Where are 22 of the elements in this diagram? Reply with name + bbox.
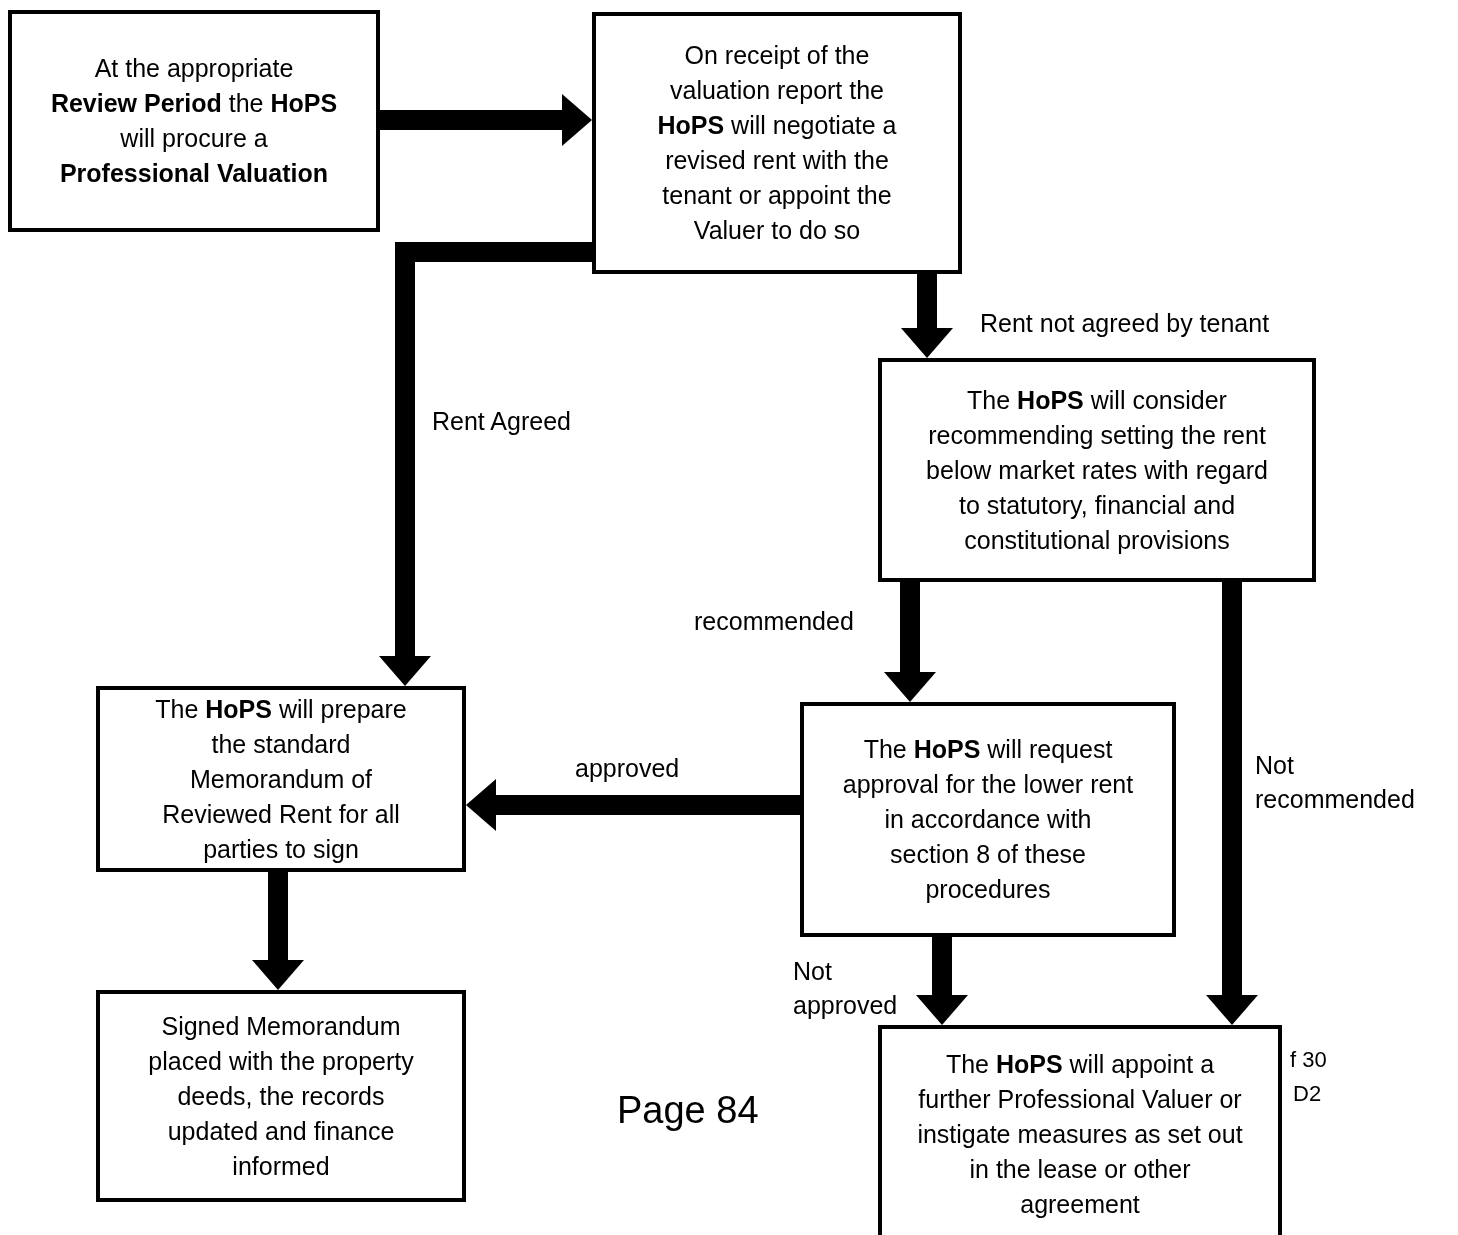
step-text: The HoPS will request approval for the lower rent in accordance with section 8 of these procedures [842,734,1134,905]
arrow [1206,582,1258,1025]
arrow [466,779,800,831]
process-box [592,12,962,274]
arrow [379,242,592,686]
step-text: The HoPS will prepare the standard Memorandum of Reviewed Rent for all parties to sign [154,693,408,865]
process-box [800,702,1176,937]
process-box [878,1025,1282,1235]
step-text: Signed Memorandum placed with the property deeds, the records updated and finance informed [147,1010,415,1182]
step-text: On receipt of the valuation report the HoPS will negotiate a revised rent with the tenant or appoint the Valuer to do so [656,40,898,246]
step-text: The HoPS will appoint a further Professional Valuer or instigate measures as set out in the lease or other agreement [916,1049,1244,1220]
process-box [96,990,466,1202]
arrow [252,872,304,990]
step-text: The HoPS will consider recommending setting the rent below market rates with regard to statutory, financial and constitutional provisions [925,384,1269,556]
process-box [878,358,1316,582]
process-box [8,10,380,232]
process-box [96,686,466,872]
arrow [884,582,936,702]
arrow [380,94,592,146]
step-text: At the appropriate Review Period the HoPS will procure a Professional Valuation [50,53,338,189]
arrow [901,274,953,358]
arrow [916,937,968,1025]
